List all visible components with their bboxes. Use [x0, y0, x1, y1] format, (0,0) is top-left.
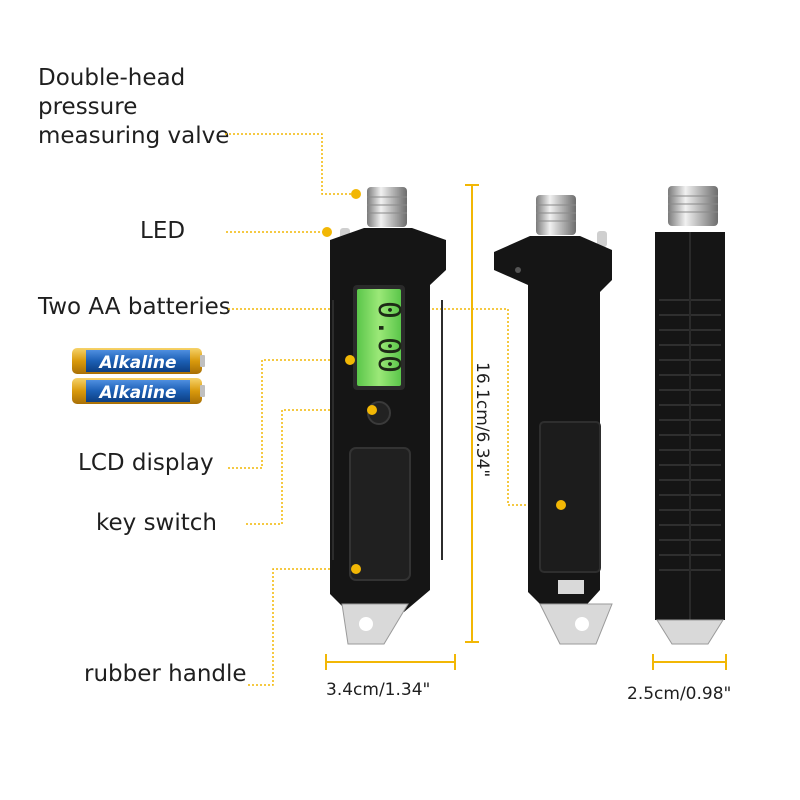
- marker-lcd: [345, 355, 355, 365]
- marker-batteries: [556, 500, 566, 510]
- marker-led: [322, 227, 332, 237]
- dimension-front-width: 3.4cm/1.34": [326, 680, 431, 700]
- marker-valve: [351, 189, 361, 199]
- label-valve: Double-head pressure measuring valve: [38, 65, 230, 149]
- back-view: [494, 195, 613, 645]
- label-rubber-handle: rubber handle: [84, 661, 247, 687]
- lcd-reading: 0.00: [371, 301, 406, 373]
- label-batteries: Two AA batteries: [38, 294, 231, 320]
- dimension-lines: [325, 184, 727, 670]
- batteries-illustration: Alkaline Alkaline: [72, 348, 205, 404]
- dimension-side-width: 2.5cm/0.98": [627, 684, 732, 704]
- battery-brand-1: Alkaline: [97, 353, 176, 373]
- side-view: [655, 186, 725, 645]
- dimension-height: 16.1cm/6.34": [472, 362, 492, 478]
- label-key-switch: key switch: [96, 510, 217, 536]
- marker-key-switch: [367, 405, 377, 415]
- label-led: LED: [140, 218, 186, 244]
- label-lcd-display: LCD display: [78, 450, 214, 476]
- marker-handle: [351, 564, 361, 574]
- battery-brand-2: Alkaline: [97, 383, 176, 403]
- front-view: 0.00: [330, 187, 446, 645]
